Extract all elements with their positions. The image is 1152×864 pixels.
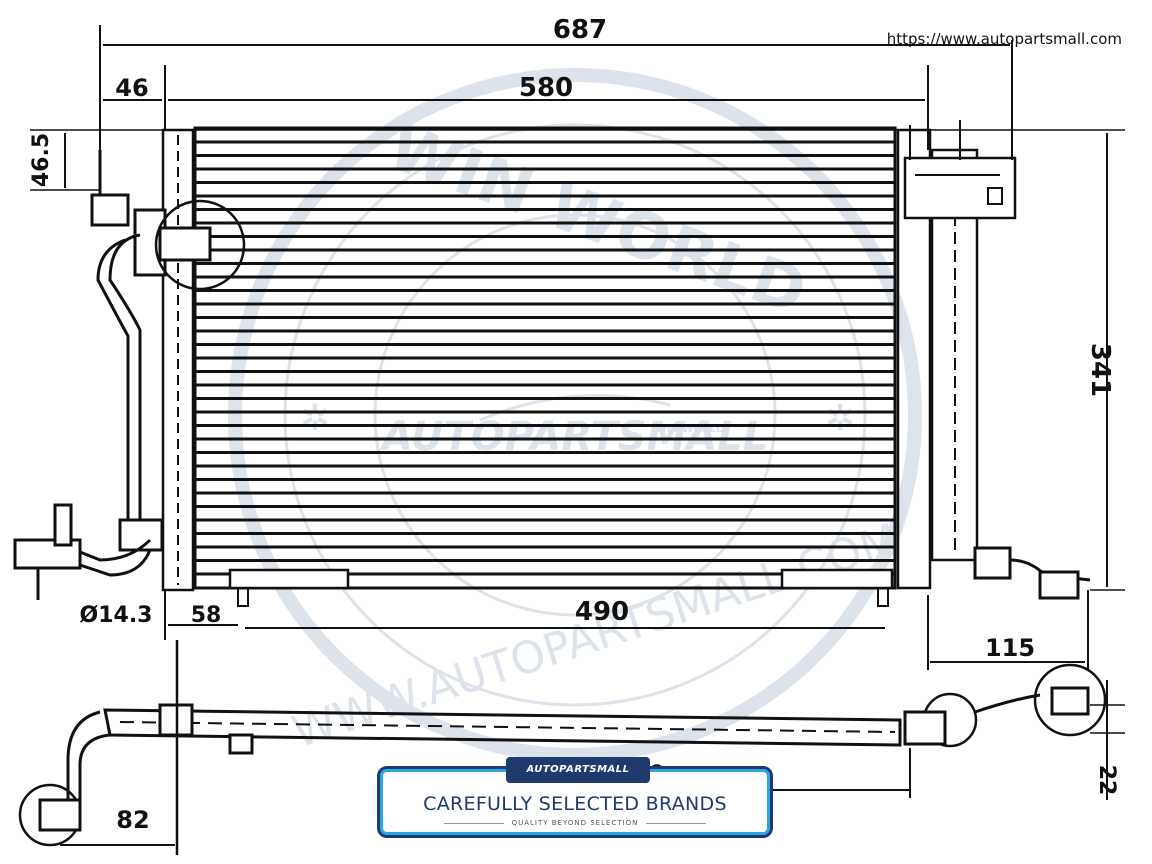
condenser-core: [161, 120, 1017, 607]
brand-banner: AUTOPARTSMALL CAREFULLY SELECTED BRANDS …: [377, 757, 773, 838]
dim-core-width: 580: [519, 73, 573, 103]
dim-bracket-offset: 58: [191, 603, 222, 628]
dim-left-pipe: 82: [116, 806, 149, 834]
side-profile: [18, 663, 1107, 847]
banner-logo: AUTOPARTSMALL: [506, 757, 650, 783]
outlet-pipe: [973, 546, 1091, 600]
dim-bracket-span: 490: [575, 597, 629, 627]
banner-title: CAREFULLY SELECTED BRANDS: [423, 793, 727, 815]
dim-top-offset: 46.5: [29, 133, 54, 187]
watermark-url: https://www.autopartsmall.com: [886, 30, 1122, 48]
watermark-center-small: WIN WORLD: [656, 424, 725, 435]
dim-pipe-diameter: Ø14.3: [80, 603, 153, 628]
dim-height: 341: [1085, 343, 1115, 397]
inlet-pipe: [13, 150, 246, 600]
dim-depth: 22: [1094, 765, 1119, 796]
dim-overall-width: 687: [553, 15, 607, 45]
dim-left-offset: 46: [115, 74, 148, 102]
svg-text:✲: ✲: [300, 398, 330, 439]
watermark-ring-bottom: WWW.AUTOPARTSMALL.COM: [286, 514, 904, 758]
watermark-seal: WIN WORLD WWW.AUTOPARTSMALL.COM AUTOPART…: [228, 68, 922, 762]
dim-right-offset: 115: [985, 634, 1035, 662]
svg-text:✲: ✲: [825, 398, 855, 439]
banner-subtitle: QUALITY BEYOND SELECTION: [380, 819, 770, 827]
